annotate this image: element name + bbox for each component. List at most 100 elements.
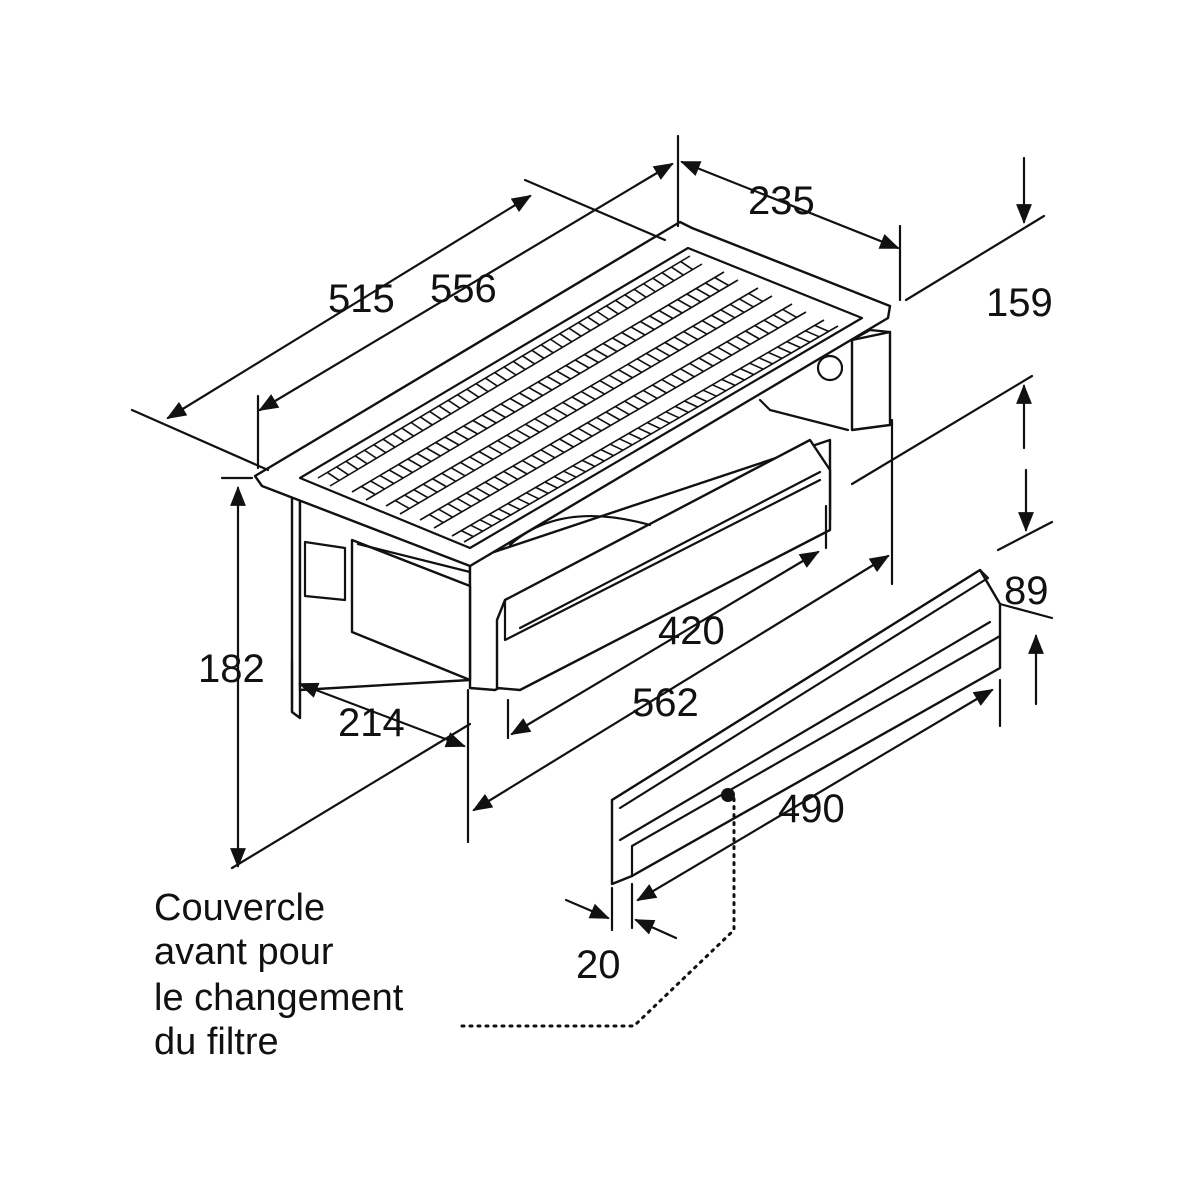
grate-hatch bbox=[773, 314, 788, 324]
ext-line bbox=[998, 602, 1054, 620]
grate-hatch bbox=[354, 455, 368, 465]
grate-hatch bbox=[515, 429, 531, 439]
grate-hatch bbox=[456, 497, 472, 508]
grate-hatch bbox=[479, 519, 493, 527]
grate-hatch bbox=[702, 389, 717, 397]
ext-line bbox=[996, 520, 1054, 552]
grate-hatch bbox=[469, 456, 485, 466]
grate-hatch bbox=[726, 341, 742, 351]
grate-hatch bbox=[693, 394, 708, 403]
grate-hatch bbox=[677, 298, 692, 309]
dim-89: 89 bbox=[1004, 569, 1049, 613]
ext-line bbox=[230, 722, 472, 870]
leader-line bbox=[460, 796, 736, 1028]
grate-hatch bbox=[345, 460, 359, 471]
grate-hatch bbox=[463, 425, 478, 435]
grate-hatch bbox=[749, 362, 764, 370]
grate-hatch bbox=[478, 450, 494, 461]
grate-hatch bbox=[767, 351, 783, 360]
dim-214-line bbox=[298, 682, 466, 748]
grate-hatch bbox=[695, 287, 711, 298]
grate-hatch bbox=[416, 452, 432, 463]
grate-hatch bbox=[441, 472, 457, 482]
grate-hatch bbox=[568, 432, 584, 443]
dim-490-line bbox=[636, 688, 994, 902]
grate-hatch bbox=[453, 430, 469, 441]
grate-hatch bbox=[805, 330, 820, 338]
side-bracket bbox=[350, 538, 472, 682]
grate-hatch bbox=[754, 324, 770, 335]
grate-hatch bbox=[525, 423, 540, 433]
grate-hatch bbox=[512, 465, 528, 475]
grate-hatch bbox=[364, 449, 377, 459]
grate-hatch bbox=[577, 427, 593, 437]
grate-hatch bbox=[721, 378, 736, 387]
grate-hatch bbox=[507, 502, 521, 511]
callout-line-2: avant pour bbox=[154, 931, 334, 973]
grate-hatch bbox=[401, 427, 415, 437]
dim-214: 214 bbox=[338, 701, 405, 745]
grate-hatch bbox=[404, 494, 419, 504]
grate-hatch bbox=[544, 481, 558, 489]
grate-hatch bbox=[450, 467, 466, 477]
dim-20: 20 bbox=[576, 943, 621, 987]
grate-hatch bbox=[758, 357, 773, 365]
grate-hatch bbox=[484, 481, 500, 491]
grate-hatch bbox=[460, 461, 475, 472]
grate-hatch bbox=[498, 508, 512, 516]
grate-hatch bbox=[711, 314, 726, 324]
grate-hatch bbox=[516, 497, 530, 505]
grate-hatch bbox=[391, 432, 405, 443]
grate-hatch bbox=[370, 480, 385, 490]
back-frame bbox=[758, 398, 850, 432]
ext-line bbox=[850, 374, 1034, 486]
grate-hatch bbox=[587, 422, 602, 432]
grate-hatch bbox=[680, 368, 695, 378]
grate-hatch bbox=[729, 303, 745, 314]
dim-20-line-a bbox=[564, 898, 610, 920]
grate-hatch bbox=[605, 411, 621, 421]
grate-hatch bbox=[326, 471, 340, 482]
dimension-lines bbox=[130, 134, 1054, 1028]
ext-line bbox=[130, 408, 270, 472]
grate-hatch bbox=[394, 499, 410, 510]
grate-hatch bbox=[739, 367, 755, 376]
grate-hatch bbox=[422, 483, 438, 493]
grate-hatch bbox=[444, 436, 460, 446]
grate-hatch bbox=[717, 346, 732, 356]
dim-235: 235 bbox=[748, 179, 815, 223]
grate-hatch bbox=[534, 418, 550, 428]
grate-hatch bbox=[698, 357, 714, 367]
grate-hatch bbox=[745, 330, 760, 340]
dim-20-line-b bbox=[634, 918, 678, 940]
dim-490: 490 bbox=[778, 787, 845, 831]
grate-hatch bbox=[553, 475, 568, 484]
dim-182: 182 bbox=[198, 647, 265, 691]
grate-hatch bbox=[531, 454, 546, 464]
grate-hatch bbox=[701, 320, 717, 330]
grate-hatch bbox=[714, 276, 730, 287]
grate-hatch bbox=[447, 503, 463, 513]
grate-hatch bbox=[600, 448, 614, 457]
grate-hatch bbox=[705, 282, 720, 292]
dimension-labels: 515 556 235 159 182 214 420 562 89 490 2… bbox=[198, 179, 1053, 987]
grate-hatch bbox=[410, 421, 424, 432]
dim-562: 562 bbox=[632, 681, 699, 725]
grate-hatch bbox=[712, 384, 727, 392]
grate-hatch bbox=[428, 513, 444, 524]
grate-hatch bbox=[379, 474, 395, 485]
grate-hatch bbox=[543, 412, 559, 423]
grate-hatch bbox=[609, 443, 624, 451]
grate-hatch bbox=[407, 458, 423, 468]
grate-hatch bbox=[535, 486, 549, 495]
dim-420: 420 bbox=[658, 609, 725, 653]
grate-hatch bbox=[735, 335, 751, 346]
dim-159: 159 bbox=[986, 281, 1053, 325]
grate-hatch bbox=[470, 524, 484, 532]
dim-235-line bbox=[680, 160, 900, 250]
callout-line-3: le changement bbox=[154, 977, 404, 1019]
grate-hatch bbox=[497, 439, 512, 450]
grate-hatch bbox=[763, 319, 779, 329]
grate-hatch bbox=[596, 416, 612, 427]
grate-hatch bbox=[475, 486, 491, 497]
